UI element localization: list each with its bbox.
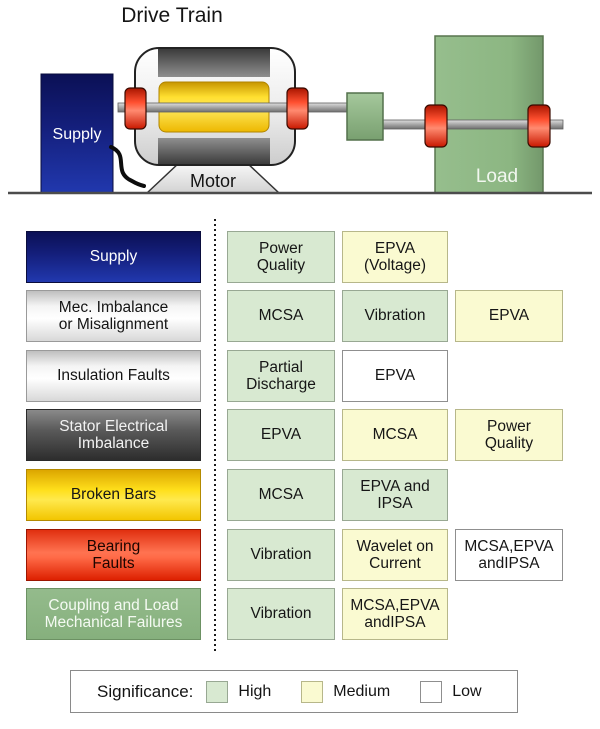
load-right-bearing xyxy=(527,104,551,148)
method-cell: Wavelet on Current xyxy=(342,529,448,581)
power-cable xyxy=(109,145,146,188)
method-cell: Vibration xyxy=(342,290,448,342)
legend-item-label: Low xyxy=(452,682,482,700)
fault-box-mec-imbalance: Mec. Imbalance or Misalignment xyxy=(26,290,201,342)
medium-swatch xyxy=(301,680,324,703)
stator-bottom-band xyxy=(158,138,270,164)
fault-box-bearing: Bearing Faults xyxy=(26,529,201,581)
motor-label: Motor xyxy=(190,171,236,191)
method-cell: Vibration xyxy=(227,529,335,581)
supply-block xyxy=(40,73,114,194)
motor-left-bearing xyxy=(124,87,147,130)
load-left-bearing xyxy=(424,104,448,148)
fault-box-coupling-load: Coupling and Load Mechanical Failures xyxy=(26,588,201,640)
low-swatch xyxy=(420,680,443,703)
motor-right-bearing xyxy=(286,87,309,130)
method-cell: MCSA,EPVA andIPSA xyxy=(342,588,448,640)
fault-box-broken-bars: Broken Bars xyxy=(26,469,201,521)
method-cell: EPVA xyxy=(455,290,563,342)
method-cell: MCSA,EPVA andIPSA xyxy=(455,529,563,581)
fault-box-stator-imbalance: Stator Electrical Imbalance xyxy=(26,409,201,461)
method-cell: Partial Discharge xyxy=(227,350,335,402)
high-swatch xyxy=(206,680,229,703)
method-cell: MCSA xyxy=(342,409,448,461)
legend-item-medium: Medium xyxy=(301,680,391,703)
method-cell: MCSA xyxy=(227,469,335,521)
method-cell: EPVA xyxy=(227,409,335,461)
method-cell: EPVA and IPSA xyxy=(342,469,448,521)
fault-box-insulation: Insulation Faults xyxy=(26,350,201,402)
method-cell: EPVA (Voltage) xyxy=(342,231,448,283)
load-label: Load xyxy=(476,166,518,187)
stator-top-band xyxy=(158,49,270,77)
dotted-divider xyxy=(214,219,216,651)
method-cell: Vibration xyxy=(227,588,335,640)
method-cell: Power Quality xyxy=(455,409,563,461)
legend-item-label: Medium xyxy=(333,682,391,700)
method-cell: Power Quality xyxy=(227,231,335,283)
legend: Significance: High Medium Low xyxy=(70,670,518,713)
supply-label: Supply xyxy=(53,126,102,143)
load-block xyxy=(434,35,544,194)
legend-item-label: High xyxy=(238,682,272,700)
legend-item-high: High xyxy=(206,680,272,703)
legend-item-low: Low xyxy=(420,680,482,703)
drive-train-diagram: Drive Train Supply Motor Load xyxy=(8,4,592,195)
motor-shaft xyxy=(117,102,349,113)
method-cell: MCSA xyxy=(227,290,335,342)
page-title: Drive Train xyxy=(121,4,223,27)
coupling-block xyxy=(346,92,384,141)
method-cell: EPVA xyxy=(342,350,448,402)
fault-box-supply: Supply xyxy=(26,231,201,283)
legend-title: Significance: xyxy=(97,681,194,701)
